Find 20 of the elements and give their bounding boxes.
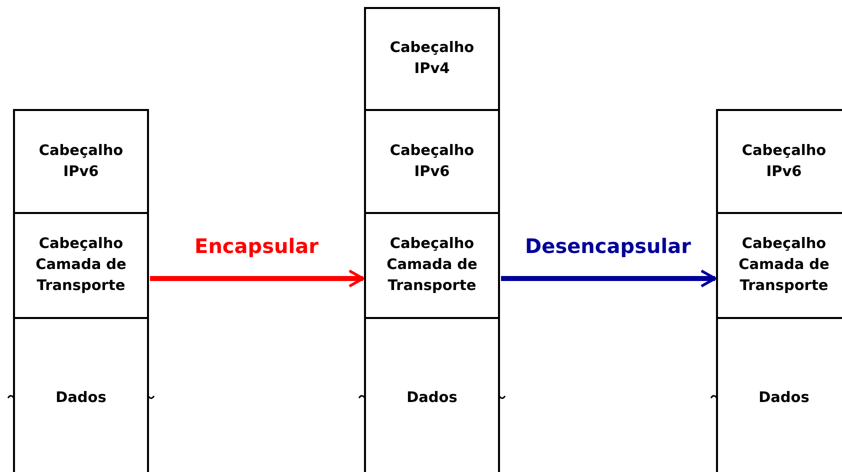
layer-box (716, 109, 842, 214)
layer-label: Dados (758, 388, 810, 408)
arrow (501, 270, 716, 288)
layer-label: Cabeçalho Camada de Transporte (386, 235, 478, 296)
layer-label: Cabeçalho IPv6 (38, 142, 124, 182)
layer-box (13, 212, 149, 319)
layer-box (364, 109, 500, 214)
layer-box (364, 7, 500, 111)
layer-box (13, 109, 149, 214)
layer-label: Cabeçalho Camada de Transporte (34, 235, 128, 296)
layer-label: Cabeçalho Camada de Transporte (738, 235, 830, 296)
layer-label: Dados (406, 388, 458, 408)
layer-label: Cabeçalho IPv4 (388, 39, 476, 79)
layer-label: Cabeçalho IPv6 (388, 142, 476, 182)
layer-box (13, 317, 149, 472)
layer-box (364, 212, 500, 319)
arrow (150, 270, 364, 288)
layer-label: Dados (54, 388, 108, 408)
layer-box (364, 317, 500, 472)
layer-label: Cabeçalho IPv6 (740, 142, 828, 182)
